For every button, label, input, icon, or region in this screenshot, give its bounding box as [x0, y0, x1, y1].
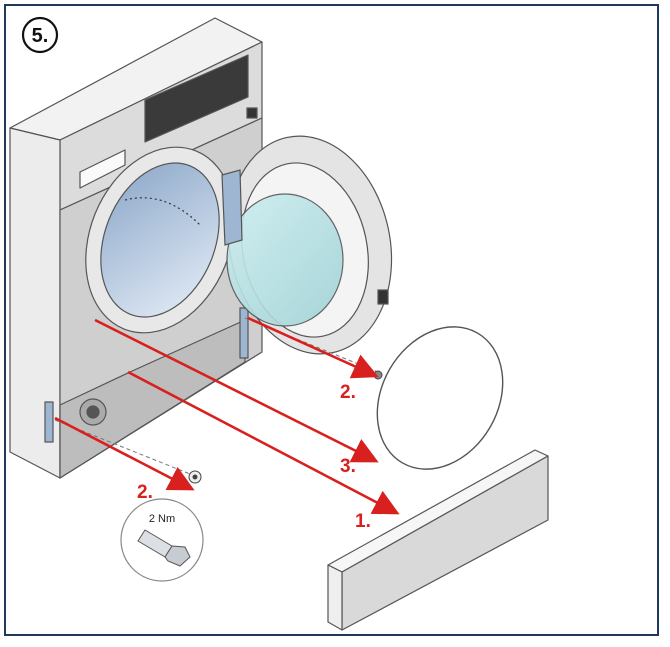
callout-kick-panel: 1. [355, 511, 371, 532]
callout-top-screw: 2. [340, 382, 356, 403]
callout-bottom-screw: 2. [137, 482, 153, 503]
torque-detail: 2 Nm [120, 498, 204, 582]
washing-machine [9, 17, 263, 479]
door-assembly [221, 135, 393, 355]
removal-arrows [54, 316, 400, 515]
step-number: 5. [32, 25, 49, 47]
callout-gasket-ring: 3. [340, 456, 356, 477]
torque-label: 2 Nm [149, 513, 175, 525]
step-badge: 5. [21, 16, 59, 54]
gasket-ring [376, 326, 504, 470]
kick-panel [327, 449, 549, 631]
